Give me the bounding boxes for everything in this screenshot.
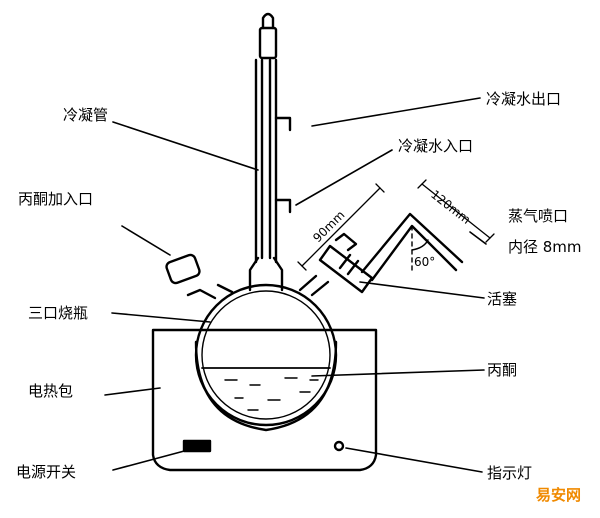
label-three-neck-flask: 三口烧瓶 [28,304,88,322]
watermark: 易安网 [536,486,581,504]
label-stopcock: 活塞 [487,290,517,308]
dimension-120mm: 120mm [428,187,473,227]
label-condenser-tube: 冷凝管 [63,106,108,124]
label-acetone-inlet: 丙酮加入口 [18,190,93,208]
liquid-ripples [224,377,319,411]
leader-lines [104,97,487,473]
label-condenser-water-in: 冷凝水入口 [398,137,473,155]
acetone-inlet-stopper [165,253,201,285]
stopcock [318,232,374,294]
label-condenser-water-out: 冷凝水出口 [486,90,561,108]
heating-mantle [151,328,378,472]
three-neck-flask [194,283,338,427]
label-acetone: 丙酮 [487,361,517,379]
label-steam-nozzle: 蒸气喷口 [508,207,568,225]
condenser-tube [254,12,292,264]
label-indicator-light: 指示灯 [487,464,532,482]
power-switch [182,439,212,453]
label-heating-mantle: 电热包 [28,382,73,400]
indicator-light [333,440,345,452]
angle-60: 60° [414,255,435,269]
label-power-switch: 电源开关 [16,463,76,481]
label-inner-diameter: 内径 8mm [508,238,582,256]
heating-mantle-cavity [194,340,338,432]
